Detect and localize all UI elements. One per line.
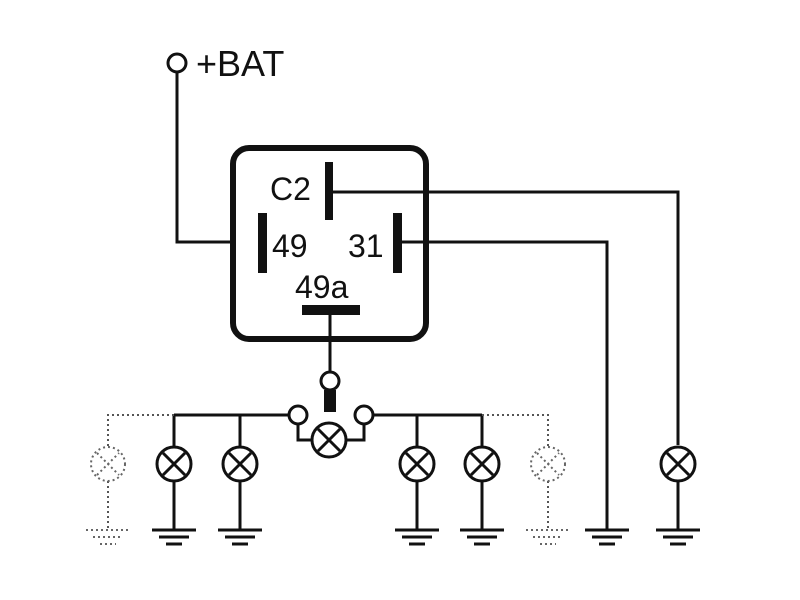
ground-icon — [460, 528, 504, 546]
optional-lamp-icon — [90, 446, 126, 482]
terminal-49a-bar — [302, 305, 360, 315]
wire-switch-to-pilot-lamp — [296, 424, 312, 442]
terminal-31-label: 31 — [348, 228, 384, 264]
optional-ground-icon — [86, 529, 130, 545]
wire-31-to-ground — [402, 240, 609, 530]
lamp-icon — [398, 445, 436, 483]
terminal-c2-bar — [325, 162, 333, 220]
lamp-icon — [463, 445, 501, 483]
pilot-lamp-icon — [310, 421, 348, 459]
terminal-49a-label: 49a — [295, 269, 349, 305]
ground-icon — [585, 528, 629, 546]
turn-signal-switch — [287, 370, 375, 426]
terminal-31-bar — [393, 213, 402, 273]
ground-icon — [152, 528, 196, 546]
optional-ground-icon — [526, 529, 570, 545]
optional-left-wire — [107, 414, 174, 447]
wire-pilot-lamp-right — [346, 424, 366, 442]
optional-lamp-icon — [530, 446, 566, 482]
optional-right-wire — [482, 414, 549, 447]
battery-supply-terminal — [166, 52, 188, 74]
terminal-49-label: 49 — [272, 228, 308, 264]
terminal-c2-label: C2 — [270, 171, 311, 207]
indicator-lamp-icon — [659, 445, 697, 483]
ground-icon — [218, 528, 262, 546]
lamp-icon — [155, 445, 193, 483]
lamp-icon — [221, 445, 259, 483]
ground-icon — [395, 528, 439, 546]
wire-c2-to-indicator — [333, 190, 680, 445]
battery-label: +BAT — [196, 43, 284, 84]
ground-icon — [656, 528, 700, 546]
terminal-49-bar — [258, 213, 267, 273]
